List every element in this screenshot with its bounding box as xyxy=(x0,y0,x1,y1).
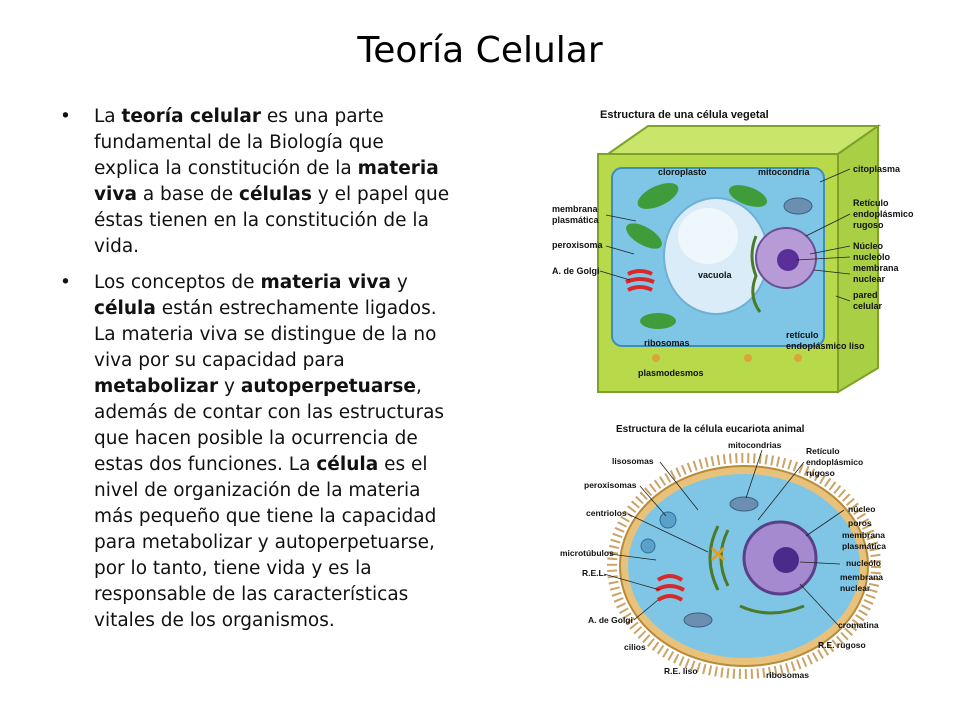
text-run: , además de contar con las estructuras q… xyxy=(94,376,445,475)
label-reticulo-liso-1: retículo xyxy=(786,330,819,340)
label-membrana-nuclear-2: nuclear xyxy=(853,274,886,284)
label-peroxisoma: peroxisoma xyxy=(552,240,604,250)
bold-term: materia viva xyxy=(260,272,391,293)
plant-cell-diagram: Estructura de una célula vegetal cloropl… xyxy=(552,109,914,394)
label-nucleolo: nucleólo xyxy=(853,252,891,262)
label-citoplasma: citoplasma xyxy=(853,164,901,174)
bold-term: células xyxy=(239,184,312,205)
animal-cell-title: Estructura de la célula eucariota animal xyxy=(616,424,805,435)
label-centriolos: centriolos xyxy=(586,508,627,518)
slide-title: Teoría Celular xyxy=(357,30,603,71)
bullet-item-1: • La teoría celular es una parte fundame… xyxy=(60,104,455,260)
text-run: y el papel que éstas tienen en la consti… xyxy=(94,184,450,257)
text-run: es una parte fundamental de la Biología … xyxy=(94,106,384,179)
text-run: y xyxy=(218,376,241,397)
label-golgi: A. de Golgi xyxy=(552,266,600,276)
bold-term: teoría celular xyxy=(121,106,261,127)
label-ribosomas: ribosomas xyxy=(766,670,809,680)
label-nucleo: Núcleo xyxy=(853,241,884,251)
bullet-text-1: La teoría celular es una parte fundament… xyxy=(94,106,449,257)
animal-cell-diagram: Estructura de la célula eucariota animal… xyxy=(560,424,886,680)
endoplasmic-reticulum xyxy=(750,235,762,313)
label-nucleolo: nucleólo xyxy=(846,558,881,568)
animal-mitochondrion xyxy=(729,496,759,512)
label-plasmatica: plasmática xyxy=(552,215,600,225)
label-reticulo-1: Retículo xyxy=(806,446,840,456)
label-peroxisomas: peroxisomas xyxy=(584,480,637,490)
bullet-list: • La teoría celular es una parte fundame… xyxy=(60,104,455,644)
label-cilios: cilios xyxy=(624,642,646,652)
centrioles xyxy=(710,546,726,562)
label-re-rugoso: R.E. rugoso xyxy=(818,640,866,650)
label-membrana-plasmatica-2: plasmática xyxy=(842,541,886,551)
chloroplast xyxy=(640,313,676,329)
label-golgi: A. de Golgi xyxy=(588,615,633,625)
label-poros: poros xyxy=(848,518,872,528)
label-membrana: membrana xyxy=(552,204,599,214)
animal-nucleolus xyxy=(773,547,799,573)
label-reticulo-2: endoplásmico xyxy=(853,209,914,219)
plasmodesma xyxy=(794,354,802,362)
label-vacuola: vacuola xyxy=(698,270,733,280)
bullet-marker: • xyxy=(60,106,71,127)
plant-cell-title: Estructura de una célula vegetal xyxy=(600,109,769,121)
label-microtubulos: microtúbulos xyxy=(560,548,614,558)
label-cromatina: cromatina xyxy=(838,620,879,630)
label-reticulo-1: Retículo xyxy=(853,198,889,208)
label-nucleo: núcleo xyxy=(848,504,875,514)
bullet-marker: • xyxy=(60,272,71,293)
chloroplast xyxy=(637,183,679,209)
cell-wall-top xyxy=(604,125,882,155)
chloroplast xyxy=(626,223,662,249)
label-rel: R.E.L. xyxy=(582,568,606,578)
label-plasmodesmos: plasmodesmos xyxy=(638,368,704,378)
text-run: Los conceptos de xyxy=(94,272,261,293)
bold-term: célula xyxy=(94,298,156,319)
label-reticulo-2: endoplásmico xyxy=(806,457,863,467)
golgi-apparatus xyxy=(625,269,655,292)
label-mitocondrias: mitocondrias xyxy=(728,440,782,450)
nucleolus xyxy=(777,249,799,271)
chloroplast xyxy=(728,185,768,207)
label-cloroplasto: cloroplasto xyxy=(658,167,707,177)
cilia xyxy=(607,453,881,679)
text-run: La xyxy=(94,106,122,127)
label-membrana-nuclear-2: nuclear xyxy=(840,583,871,593)
text-run: están estrechamente ligados. La materia … xyxy=(94,298,437,371)
animal-golgi xyxy=(655,574,685,602)
label-membrana-nuclear-1: membrana xyxy=(853,263,900,273)
text-run: es el nivel de organización de la materi… xyxy=(94,454,437,631)
label-membrana-plasmatica-1: membrana xyxy=(842,530,885,540)
bullet-text-2: Los conceptos de materia viva y célula e… xyxy=(94,272,444,631)
label-re-liso: R.E. liso xyxy=(664,666,698,676)
bold-term: célula xyxy=(316,454,379,475)
bold-term: metabolizar xyxy=(94,376,219,397)
peroxisome xyxy=(640,538,656,554)
bold-term: materia viva xyxy=(94,158,439,205)
label-pared: pared xyxy=(853,290,878,300)
text-run: a base de xyxy=(136,184,240,205)
label-ribosomas: ribosomas xyxy=(644,338,690,348)
bullet-item-2: • Los conceptos de materia viva y célula… xyxy=(60,270,455,634)
plasmodesma xyxy=(744,354,752,362)
label-reticulo-3: rugoso xyxy=(806,468,835,478)
label-celular: celular xyxy=(853,301,883,311)
lysosome xyxy=(659,511,677,529)
label-mitocondria: mitocondria xyxy=(758,167,810,177)
mitochondrion xyxy=(783,197,813,215)
animal-mitochondrion xyxy=(683,612,713,628)
bold-term: autoperpetuarse xyxy=(240,376,416,397)
vacuole-highlight xyxy=(678,208,738,264)
label-membrana-nuclear-1: membrana xyxy=(840,572,883,582)
text-run: y xyxy=(390,272,408,293)
label-reticulo-liso-2: endoplásmico liso xyxy=(786,341,865,351)
plasmodesma xyxy=(652,354,660,362)
label-lisosomas: lisosomas xyxy=(612,456,654,466)
label-reticulo-3: rugoso xyxy=(853,220,884,230)
